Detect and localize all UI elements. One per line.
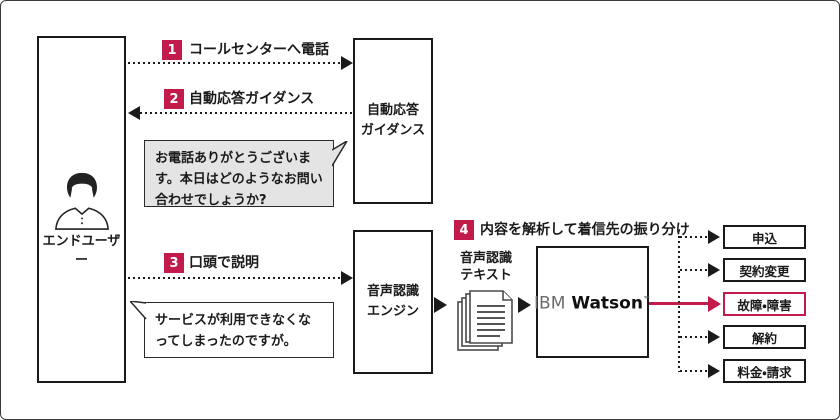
person-icon (55, 172, 109, 230)
destination-arrowhead-4-icon (708, 330, 720, 344)
stt-label-line1: 音声認識 (459, 251, 512, 266)
destination-label: 契約変更 (739, 263, 790, 279)
arrow-2-dotted-line (140, 112, 353, 114)
destination-box-application: 申込 (723, 225, 806, 249)
ibm-watson-logo: IBM Watson™ (534, 290, 651, 314)
ivr-guidance-label-line2: ガイダンス (360, 123, 426, 138)
user-speech-bubble: サービスが利用できなくなってしまったのですが。 (144, 302, 334, 358)
flow-arrowhead-to-watson-icon (518, 297, 531, 313)
destination-connector-1 (680, 236, 708, 238)
speech-recognition-engine-box: 音声認識 エンジン (353, 230, 433, 374)
destination-label: 料金・請求 (737, 364, 792, 380)
destination-box-cancellation: 解約 (723, 325, 806, 349)
destination-label: 解約 (751, 330, 777, 346)
ivr-guidance-box: 自動応答 ガイダンス (353, 38, 433, 204)
document-stack-icon (457, 290, 513, 351)
trademark-symbol: ™ (642, 295, 651, 305)
stt-label-line2: テキスト (460, 268, 512, 283)
arrow-1-dotted-line (128, 62, 342, 64)
destination-connector-2 (680, 269, 708, 271)
routing-arrowhead-icon (708, 296, 721, 312)
destination-box-billing: 料金・請求 (723, 359, 806, 383)
destination-connector-4 (680, 336, 708, 338)
destination-arrowhead-5-icon (708, 364, 720, 378)
end-user-label: エンドユーザー (42, 234, 121, 268)
user-bubble-tail (130, 301, 147, 320)
asr-label-line1: 音声認識 (366, 284, 419, 299)
end-user-box (37, 36, 126, 383)
step-1-badge: 1 (162, 40, 182, 60)
arrow-2-arrowhead-icon (128, 106, 140, 120)
destination-box-fault: 故障・障害 (723, 292, 806, 316)
destination-box-contract-change: 契約変更 (723, 258, 806, 282)
stt-text-label: 音声認識 テキスト (444, 250, 528, 284)
flow-arrowhead-to-document-icon (434, 297, 447, 313)
ivr-bubble-tail (332, 141, 348, 167)
step-4-badge: 4 (454, 220, 474, 240)
step-3-badge: 3 (164, 253, 184, 273)
destination-arrowhead-1-icon (708, 230, 720, 244)
arrow-3-dotted-line (128, 277, 342, 279)
destination-connector-trunk (678, 236, 680, 372)
arrow-1-arrowhead-icon (341, 56, 353, 70)
step-4-label: 内容を解析して着信先の振り分け (480, 222, 690, 238)
ivr-guidance-label-line1: 自動応答 (366, 103, 419, 118)
step-2-label: 自動応答ガイダンス (189, 91, 315, 107)
destination-arrowhead-2-icon (708, 263, 720, 277)
asr-label-line2: エンジン (366, 304, 419, 319)
arrow-3-arrowhead-icon (341, 271, 353, 285)
destination-label: 故障・障害 (737, 297, 792, 313)
ibm-watson-box: IBM Watson™ (534, 246, 651, 358)
ivr-speech-bubble: お電話ありがとうございます。本日はどのようなお問い合わせでしょうか? (144, 140, 334, 208)
destination-label: 申込 (751, 230, 777, 246)
step-2-badge: 2 (164, 89, 184, 109)
watson-product-text: Watson (571, 293, 643, 314)
step-3-label: 口頭で説明 (189, 255, 259, 271)
destination-connector-5 (680, 370, 708, 372)
step-1-label: コールセンターへ電話 (189, 42, 329, 58)
ibm-brand-text: IBM (534, 293, 566, 314)
